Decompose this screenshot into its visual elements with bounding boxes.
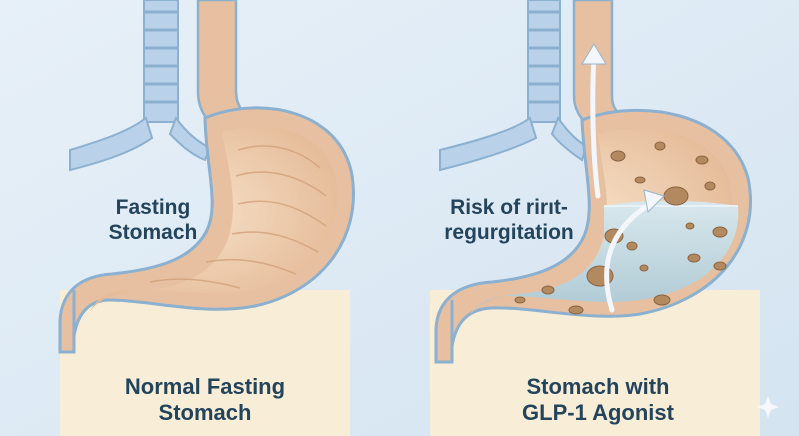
sparkle-icon xyxy=(757,396,779,418)
caption-glp1-agonist: Stomach with GLP-1 Agonist xyxy=(522,374,674,425)
reflux-arrow xyxy=(590,53,653,313)
reflux-arrowhead-lower xyxy=(643,189,665,214)
fasting-stomach-label: Fasting Stomach xyxy=(108,196,198,244)
trachea-left xyxy=(69,0,212,172)
left-panel xyxy=(58,0,355,354)
food-particles xyxy=(514,141,728,315)
retained-fluid xyxy=(468,200,739,318)
rugae-left xyxy=(149,145,327,289)
caption-band-left xyxy=(60,290,350,436)
trachea-right xyxy=(439,0,588,172)
reflux-arrowhead-upper xyxy=(581,43,607,65)
caption-normal-fasting: Normal Fasting Stomach xyxy=(124,374,286,425)
right-panel xyxy=(434,0,752,364)
regurgitation-risk-label: Risk of rirıt- regurgitation xyxy=(444,196,574,244)
